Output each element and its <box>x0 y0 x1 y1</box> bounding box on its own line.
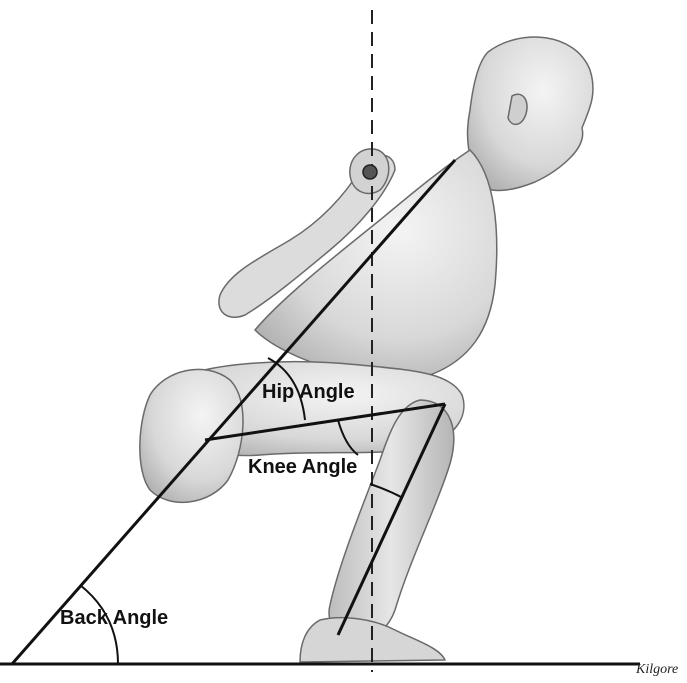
human-figure <box>140 37 593 662</box>
knee-angle-label: Knee Angle <box>248 456 357 479</box>
barbell-marker <box>363 165 377 179</box>
back-angle-label: Back Angle <box>60 607 168 630</box>
head-shape <box>468 37 593 191</box>
hip-angle-label: Hip Angle <box>262 381 355 404</box>
artist-signature: Kilgore <box>636 662 678 678</box>
